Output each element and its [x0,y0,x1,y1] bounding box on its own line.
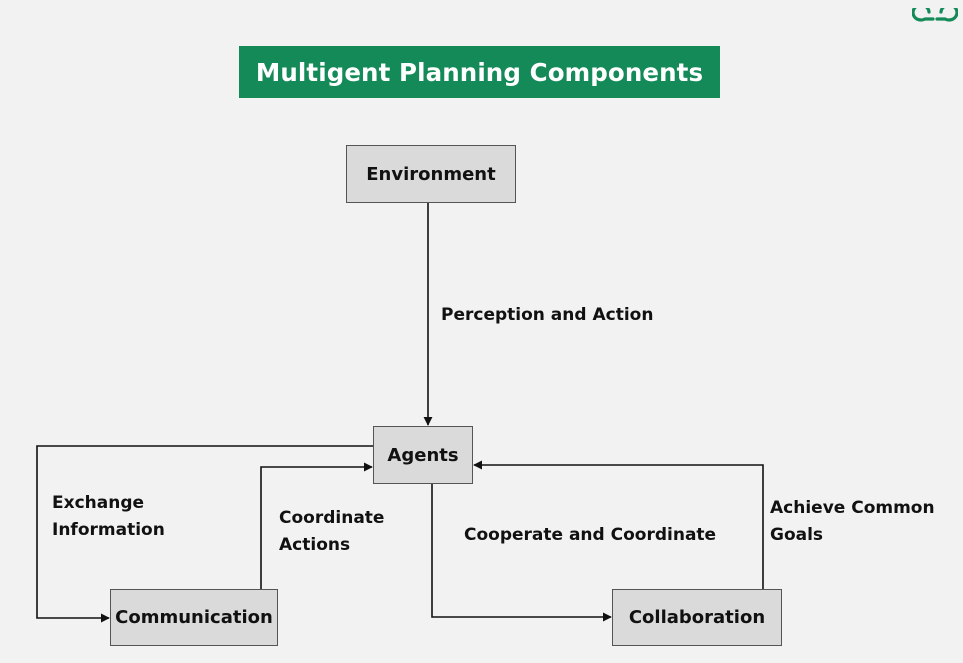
perception-and-action-label: Perception and Action [441,302,653,329]
geeksforgeeks-logo-icon [912,8,958,22]
arrow-collaboration-to-agents [473,460,764,589]
environment-label: Environment [366,163,496,185]
achieve-line-1: Achieve Common [770,498,935,518]
exchange-information-label: Exchange Information [52,490,165,544]
coordinate-actions-label: Coordinate Actions [279,505,384,559]
perception-text: Perception and Action [441,305,654,325]
exchange-line-2: Information [52,520,165,540]
arrow-agents-to-communication [36,445,373,623]
achieve-line-2: Goals [770,525,824,545]
diagram-title: Multigent Planning Components [255,57,704,87]
environment-node: Environment [346,145,516,203]
title-banner: Multigent Planning Components [239,46,720,98]
arrow-communication-to-agents [260,462,373,589]
agents-label: Agents [387,444,459,466]
coordinate-line-1: Coordinate [279,508,385,528]
coordinate-line-2: Actions [279,535,351,555]
exchange-line-1: Exchange [52,493,145,513]
agents-node: Agents [373,426,473,484]
communication-node: Communication [110,589,278,646]
arrow-agents-to-collaboration [431,484,612,622]
cooperate-and-coordinate-label: Cooperate and Coordinate [464,522,716,549]
cooperate-text: Cooperate and Coordinate [464,525,717,545]
collaboration-node: Collaboration [612,589,782,646]
achieve-common-goals-label: Achieve Common Goals [770,495,935,549]
collaboration-label: Collaboration [628,607,766,628]
communication-label: Communication [115,607,273,628]
